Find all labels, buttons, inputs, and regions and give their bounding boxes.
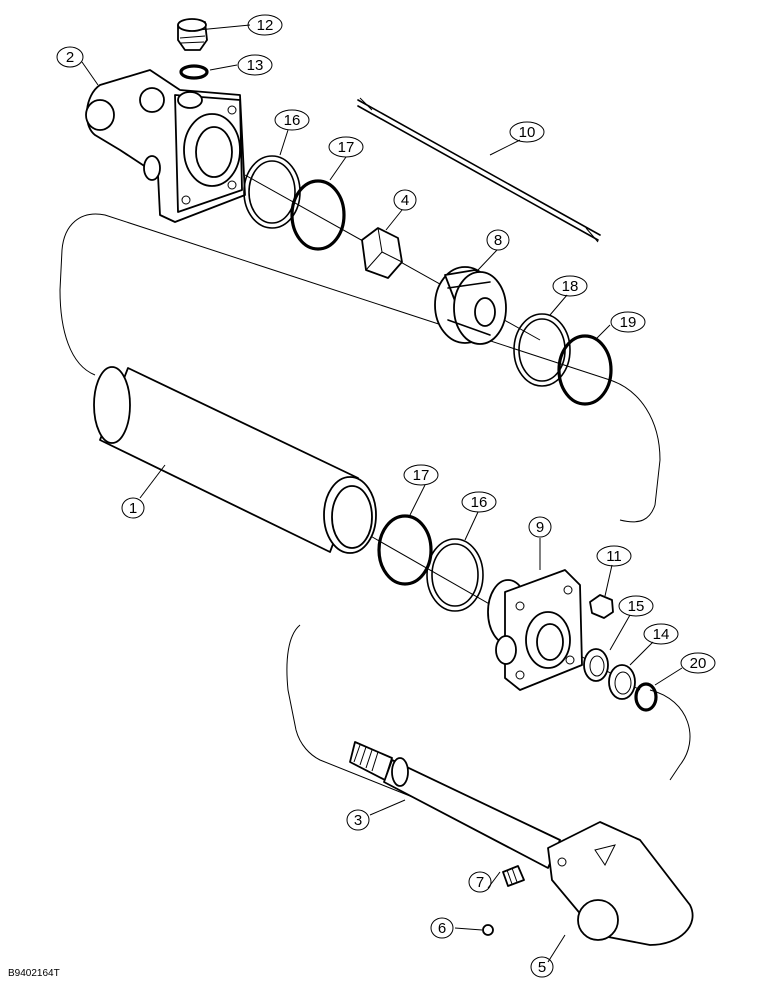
callout-20: 20 bbox=[680, 652, 716, 674]
callout-2-label: 2 bbox=[66, 49, 74, 66]
callout-17-lower: 17 bbox=[403, 464, 439, 486]
drawing-code: B9402164T bbox=[8, 968, 60, 979]
callout-9: 9 bbox=[528, 516, 552, 538]
leader-lines bbox=[81, 24, 683, 963]
part-7-set-screw bbox=[502, 865, 525, 887]
callout-12-label: 12 bbox=[257, 17, 274, 34]
callout-7: 7 bbox=[468, 871, 492, 893]
lower-assembly-outline bbox=[286, 624, 691, 801]
callout-9-label: 9 bbox=[536, 519, 544, 536]
part-12-plug bbox=[177, 18, 208, 51]
callout-2: 2 bbox=[56, 46, 84, 68]
callout-1: 1 bbox=[121, 497, 145, 519]
upper-assembly-outline bbox=[59, 213, 661, 523]
callout-3-label: 3 bbox=[354, 812, 362, 829]
callout-13: 13 bbox=[237, 54, 273, 76]
part-8-piston bbox=[434, 266, 507, 345]
callout-16-lower-label: 16 bbox=[471, 494, 488, 511]
callout-17-lower-label: 17 bbox=[413, 467, 430, 484]
part-13-o-ring bbox=[179, 64, 209, 80]
part-1-cylinder-tube bbox=[93, 366, 377, 554]
callout-13-label: 13 bbox=[247, 57, 264, 74]
callout-17-upper-label: 17 bbox=[338, 139, 355, 156]
callout-15-label: 15 bbox=[628, 598, 645, 615]
callout-11-label: 11 bbox=[606, 548, 622, 565]
callout-16-upper: 16 bbox=[274, 109, 310, 131]
part-17-o-ring-lower bbox=[377, 514, 433, 586]
part-3-piston-rod bbox=[349, 741, 561, 869]
callout-12: 12 bbox=[247, 14, 283, 36]
callout-8-label: 8 bbox=[494, 232, 502, 249]
callout-15: 15 bbox=[618, 595, 654, 617]
callout-10-label: 10 bbox=[519, 124, 536, 141]
callout-8: 8 bbox=[486, 229, 510, 251]
callout-3: 3 bbox=[346, 809, 370, 831]
callout-18: 18 bbox=[552, 275, 588, 297]
callout-16-upper-label: 16 bbox=[284, 112, 301, 129]
callout-6: 6 bbox=[430, 917, 454, 939]
callout-5: 5 bbox=[530, 956, 554, 978]
callout-10: 10 bbox=[509, 121, 545, 143]
callout-1-label: 1 bbox=[129, 500, 137, 517]
part-17-o-ring-upper bbox=[290, 179, 346, 251]
part-18-backup-ring bbox=[513, 313, 571, 387]
part-4-nut bbox=[361, 227, 403, 279]
part-19-o-ring bbox=[557, 334, 613, 406]
callout-16-lower: 16 bbox=[461, 491, 497, 513]
callout-4: 4 bbox=[393, 189, 417, 211]
part-9-rod-end-cap bbox=[487, 569, 583, 691]
part-5-rod-clevis bbox=[547, 821, 694, 946]
callout-4-label: 4 bbox=[401, 192, 409, 209]
callout-19: 19 bbox=[610, 311, 646, 333]
part-16-backup-ring-lower bbox=[426, 538, 484, 612]
callout-17-upper: 17 bbox=[328, 136, 364, 158]
callout-6-label: 6 bbox=[438, 920, 446, 937]
callout-5-label: 5 bbox=[538, 959, 546, 976]
callout-14: 14 bbox=[643, 623, 679, 645]
callout-20-label: 20 bbox=[690, 655, 707, 672]
part-10-tie-rod bbox=[357, 97, 601, 243]
callout-18-label: 18 bbox=[562, 278, 579, 295]
part-2-base-end-cap bbox=[85, 69, 246, 223]
part-6-ball bbox=[482, 924, 494, 936]
part-11-nut bbox=[589, 594, 614, 619]
callout-7-label: 7 bbox=[476, 874, 484, 891]
callout-11: 11 bbox=[596, 545, 632, 567]
callout-19-label: 19 bbox=[620, 314, 637, 331]
part-20-o-ring bbox=[634, 682, 658, 712]
callout-14-label: 14 bbox=[653, 626, 670, 643]
